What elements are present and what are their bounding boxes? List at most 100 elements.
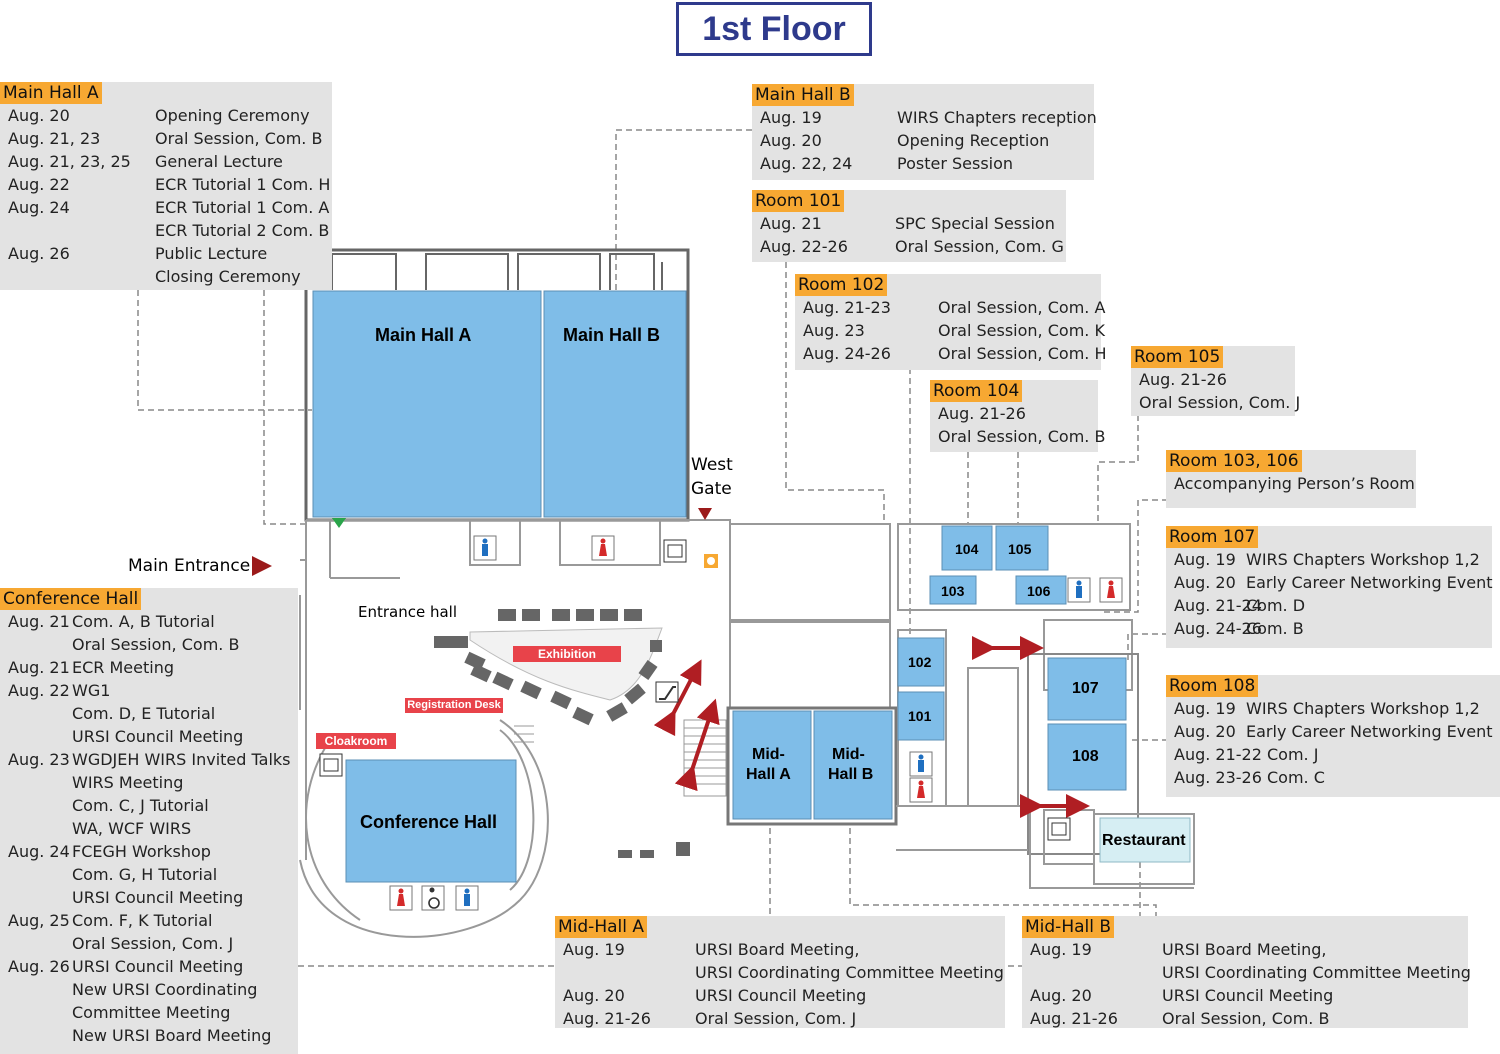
schedule-row: Aug. 21-22 Com. J: [1166, 743, 1500, 766]
panel-title: Room 104: [930, 380, 1023, 402]
room-label-mid-hall-a-1: Mid-: [752, 746, 785, 763]
schedule-event: New URSI Board Meeting: [72, 1026, 272, 1045]
schedule-date: Aug. 21-22 Com. J: [1174, 745, 1319, 764]
schedule-event: Oral Session, Com. B: [155, 129, 323, 148]
schedule-row: New URSI Coordinating: [0, 978, 298, 1001]
room-label-102: 102: [908, 654, 932, 670]
building-walls: [299, 248, 1195, 938]
schedule-date: Aug. 23: [803, 321, 865, 340]
schedule-event: FCEGH Workshop: [72, 842, 211, 861]
schedule-date: Aug. 21-26: [563, 1009, 651, 1028]
schedule-date: Accompanying Person’s Room: [1174, 474, 1415, 493]
top-wall-rooms: [331, 253, 663, 290]
restaurant-block: [1099, 817, 1191, 863]
west-gate-arrow: [698, 508, 712, 520]
schedule-event: WIRS Chapters Workshop 1,2: [1246, 699, 1480, 718]
west-gate-label-2: Gate: [691, 479, 732, 499]
schedule-row: Aug. 21-26: [1131, 368, 1295, 391]
schedule-event: Oral Session, Com. J: [695, 1009, 857, 1028]
schedule-event: Committee Meeting: [72, 1003, 231, 1022]
schedule-date: Aug. 26: [8, 957, 70, 976]
floor-title: 1st Floor: [676, 2, 872, 56]
schedule-date: Oral Session, Com. B: [938, 427, 1106, 446]
room-label-106: 106: [1027, 583, 1051, 599]
schedule-event: ECR Tutorial 1 Com. A: [155, 198, 330, 217]
room-label-mid-hall-b-1: Mid-: [832, 746, 865, 763]
schedule-date: Aug. 24-26: [803, 344, 891, 363]
schedule-date: Aug. 21: [760, 214, 822, 233]
schedule-event: Com. D, E Tutorial: [72, 704, 216, 723]
schedule-date: Aug. 21-26: [1030, 1009, 1118, 1028]
schedule-event: Opening Ceremony: [155, 106, 310, 125]
room-label-restaurant: Restaurant: [1102, 832, 1186, 849]
panel-title: Conference Hall: [0, 588, 142, 610]
schedule-event: Early Career Networking Event: [1246, 573, 1493, 592]
schedule-row: ECR Tutorial 2 Com. B: [0, 219, 332, 242]
schedule-event: New URSI Coordinating: [72, 980, 258, 999]
room-label-main-hall-a: Main Hall A: [375, 325, 472, 345]
schedule-event: URSI Council Meeting: [695, 986, 867, 1005]
schedule-date: Aug. 21-26: [1139, 370, 1227, 389]
panel-title: Room 103, 106: [1166, 450, 1302, 472]
west-gate-label-1: West: [691, 455, 733, 475]
schedule-date: Aug. 21-23: [803, 298, 891, 317]
schedule-date: Aug. 19: [760, 108, 822, 127]
schedule-date: Aug. 21-26: [938, 404, 1026, 423]
room-label-108: 108: [1072, 748, 1099, 765]
schedule-event: ECR Meeting: [72, 658, 174, 677]
schedule-event: Com. F, K Tutorial: [72, 911, 213, 930]
schedule-row: Accompanying Person’s Room: [1166, 472, 1416, 495]
cloakroom-sign: Cloakroom: [316, 733, 396, 749]
schedule-event: Com. A, B Tutorial: [72, 612, 215, 631]
schedule-row: WIRS Meeting: [0, 771, 298, 794]
schedule-event: Com. B: [1246, 619, 1304, 638]
schedule-event: Com. C, J Tutorial: [72, 796, 209, 815]
schedule-date: Aug. 26: [8, 244, 70, 263]
schedule-date: Aug. 21: [8, 658, 70, 677]
schedule-event: Oral Session, Com. G: [895, 237, 1064, 256]
schedule-event: WIRS Chapters reception: [897, 108, 1097, 127]
schedule-event: Opening Reception: [897, 131, 1050, 150]
schedule-event: URSI Council Meeting: [72, 957, 244, 976]
schedule-row: Oral Session, Com. B: [0, 633, 298, 656]
panel-title: Main Hall A: [0, 82, 102, 104]
schedule-row: Oral Session, Com. J: [1131, 391, 1300, 414]
schedule-event: URSI Coordinating Committee Meeting: [695, 963, 1004, 982]
schedule-row: Closing Ceremony: [0, 265, 332, 288]
schedule-event: WA, WCF WIRS: [72, 819, 192, 838]
schedule-row: URSI Coordinating Committee Meeting: [555, 961, 1005, 984]
facility-icons: [319, 535, 1123, 911]
main-entrance-arrow: [252, 556, 272, 576]
schedule-date: Aug. 21: [8, 612, 70, 631]
entrance-hall-label: Entrance hall: [358, 603, 458, 621]
schedule-date: Aug. 23-26 Com. C: [1174, 768, 1325, 787]
schedule-date: Aug. 20: [1030, 986, 1092, 1005]
schedule-row: Com. G, H Tutorial: [0, 863, 298, 886]
panel-title: Room 105: [1131, 346, 1224, 368]
schedule-row: URSI Council Meeting: [0, 886, 298, 909]
schedule-row: URSI Coordinating Committee Meeting: [1022, 961, 1471, 984]
